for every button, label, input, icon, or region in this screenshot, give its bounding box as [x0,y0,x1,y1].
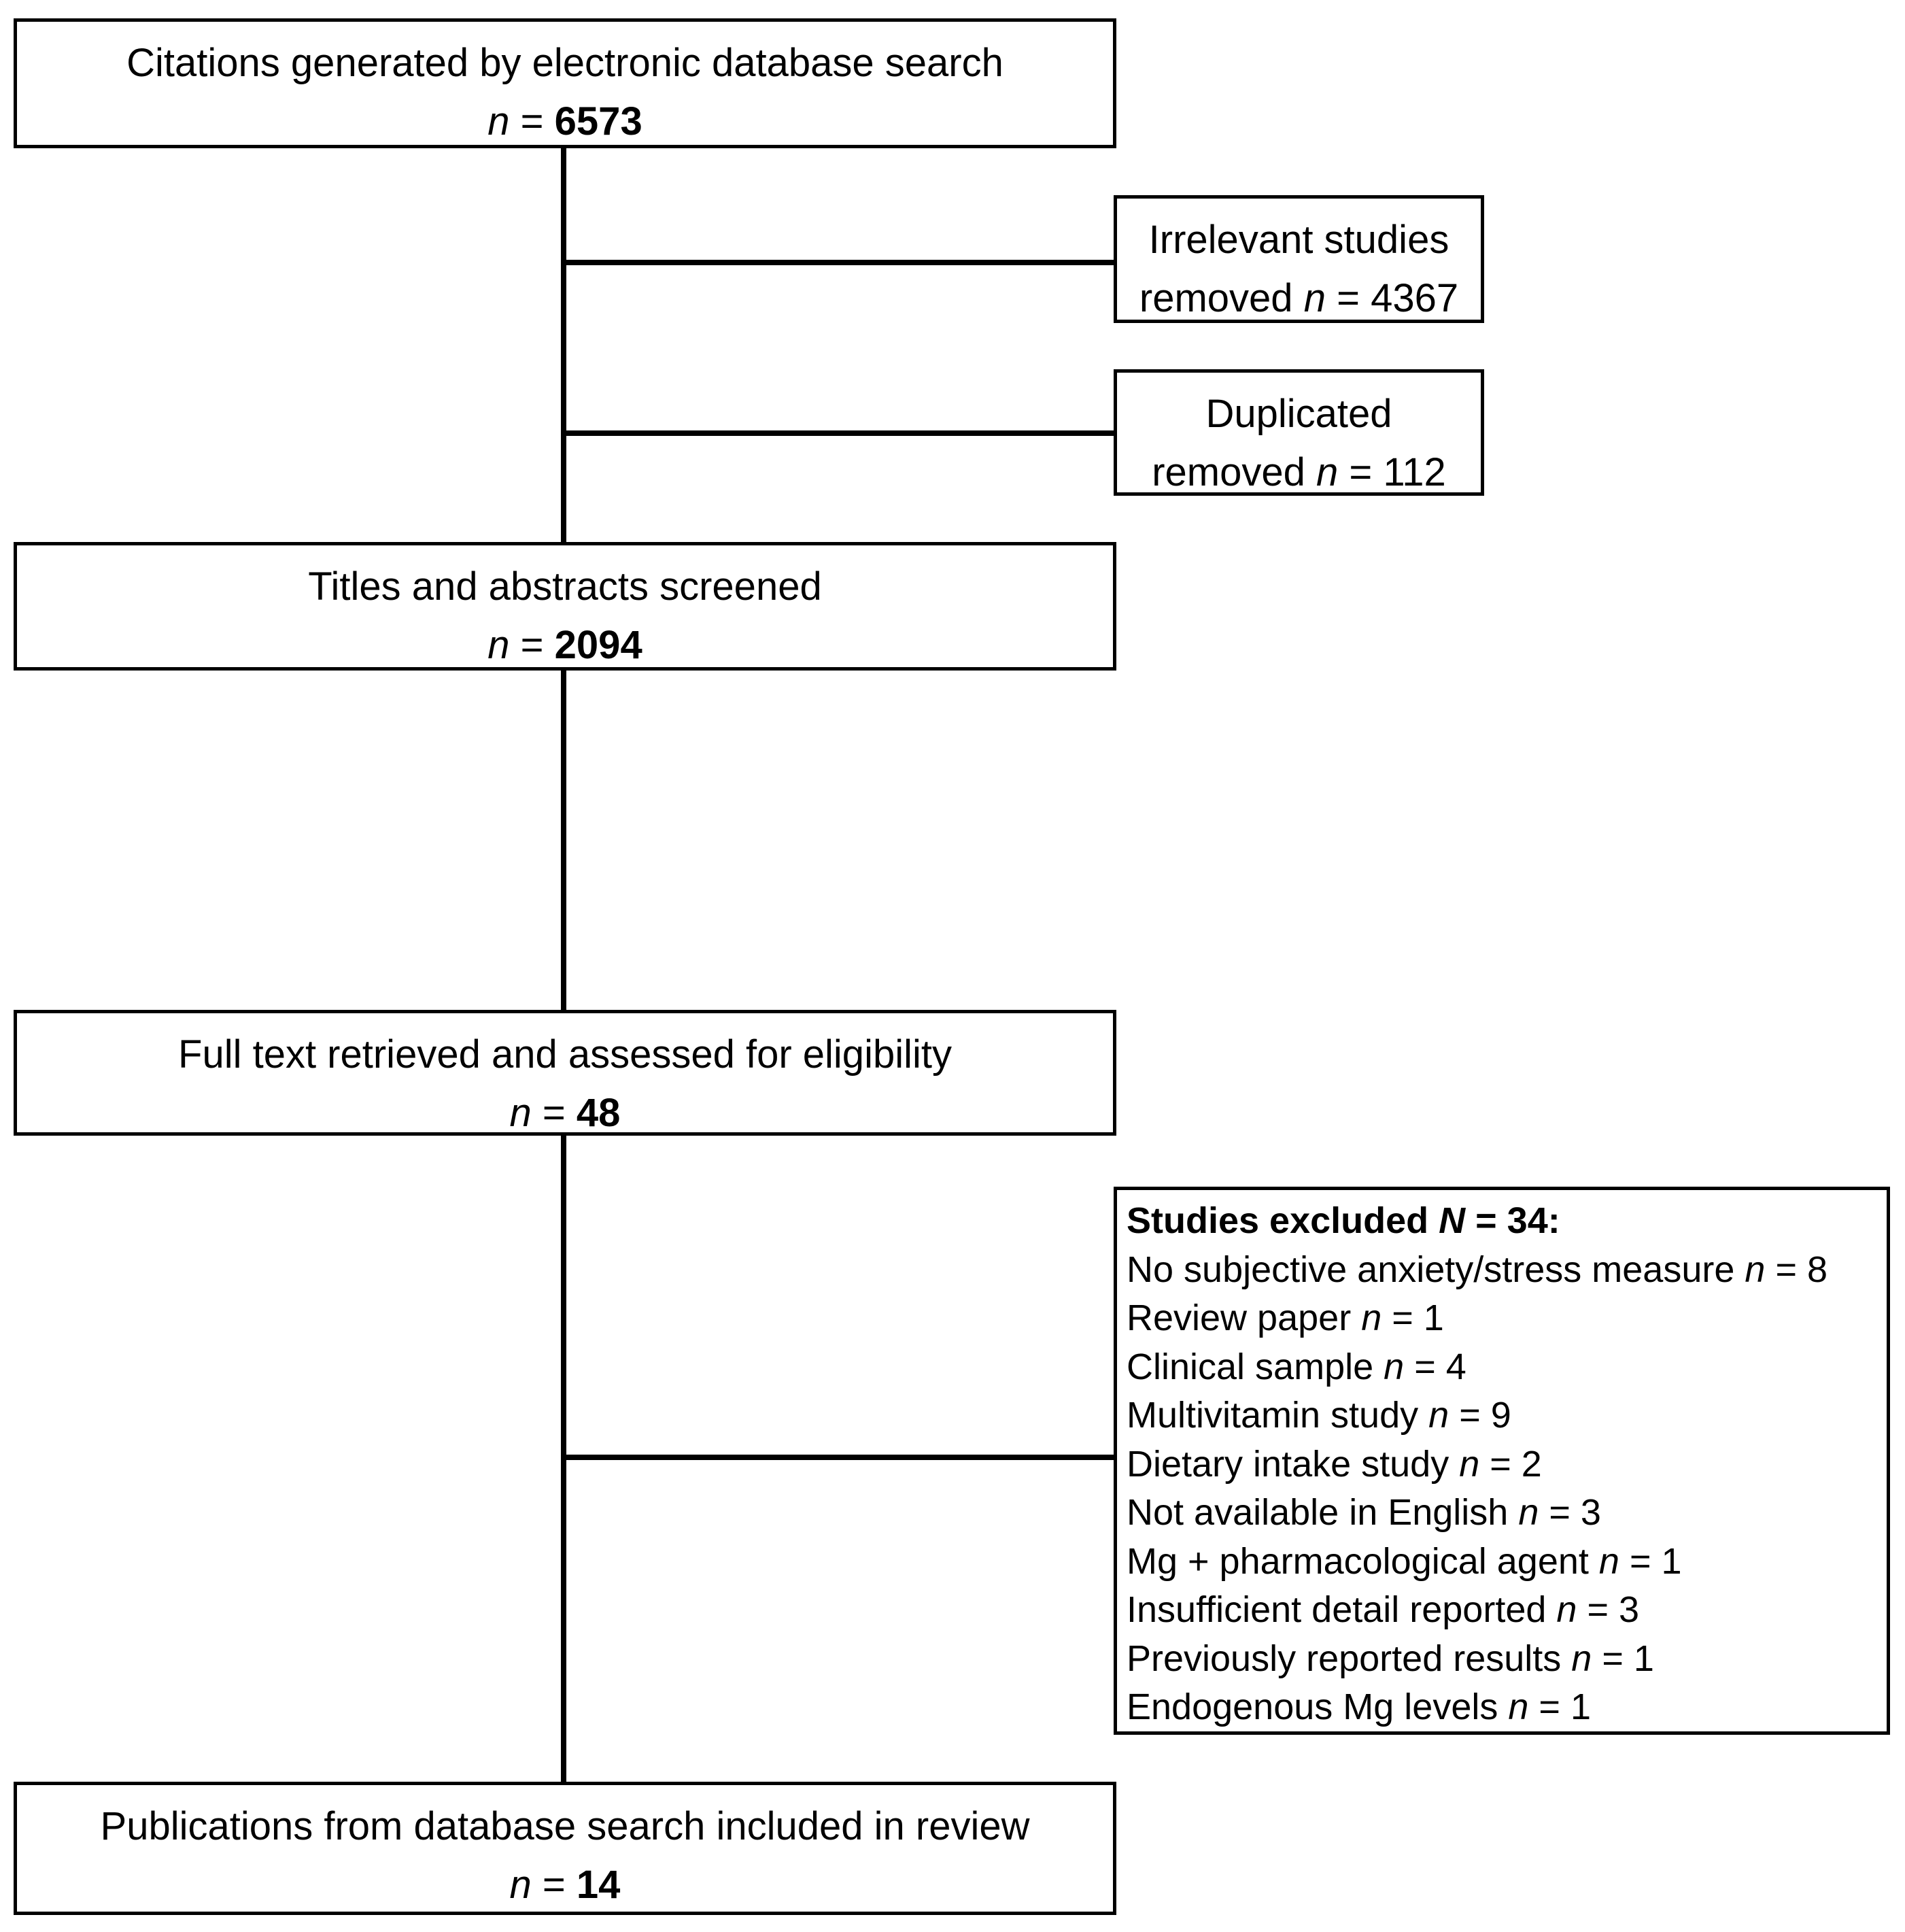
citations-label: Citations generated by electronic databa… [126,41,1003,85]
fulltext-count: n = 48 [509,1091,621,1135]
connector-to-duplicated [561,430,1118,436]
connector-citations-to-screened [561,146,566,547]
irrelevant-label: Irrelevant studies [1148,218,1449,262]
connector-screened-to-fulltext [561,666,566,1013]
excluded-reason-item: Not available in English n = 3 [1127,1492,1601,1533]
excluded-reasons-list: No subjective anxiety/stress measure n =… [1127,1246,1887,1732]
connector-to-irrelevant [561,260,1118,265]
included-label: Publications from database search includ… [100,1804,1030,1848]
excluded-reason-item: Previously reported results n = 1 [1127,1638,1654,1679]
duplicated-label: Duplicated [1205,392,1392,436]
citations-box: Citations generated by electronic databa… [14,18,1116,148]
irrelevant-studies-box: Irrelevant studies removed n = 4367 [1114,195,1484,323]
screened-count: n = 2094 [487,623,642,667]
excluded-reason-item: Dietary intake study n = 2 [1127,1443,1542,1485]
fulltext-box: Full text retrieved and assessed for eli… [14,1010,1116,1136]
citations-count: n = 6573 [487,99,642,143]
excluded-studies-box: Studies excluded N = 34: No subjective a… [1114,1187,1890,1735]
included-count: n = 14 [509,1863,621,1907]
irrelevant-count: removed n = 4367 [1139,276,1459,320]
excluded-reason-item: Clinical sample n = 4 [1127,1346,1466,1387]
excluded-reason-item: Insufficient detail reported n = 3 [1127,1589,1640,1630]
excluded-reason-item: Endogenous Mg levels n = 1 [1127,1687,1591,1727]
included-box: Publications from database search includ… [14,1782,1116,1915]
screened-label: Titles and abstracts screened [308,564,822,609]
fulltext-label: Full text retrieved and assessed for eli… [178,1032,952,1077]
duplicated-count: removed n = 112 [1152,450,1446,494]
duplicated-box: Duplicated removed n = 112 [1114,369,1484,496]
excluded-reason-item: Review paper n = 1 [1127,1298,1444,1338]
excluded-reason-item: Mg + pharmacological agent n = 1 [1127,1540,1682,1582]
excluded-reason-item: No subjective anxiety/stress measure n =… [1127,1249,1828,1290]
screened-box: Titles and abstracts screened n = 2094 [14,542,1116,671]
connector-to-excluded [561,1455,1118,1460]
excluded-reason-item: Multivitamin study n = 9 [1127,1395,1511,1436]
excluded-title: Studies excluded N = 34: [1127,1200,1560,1241]
